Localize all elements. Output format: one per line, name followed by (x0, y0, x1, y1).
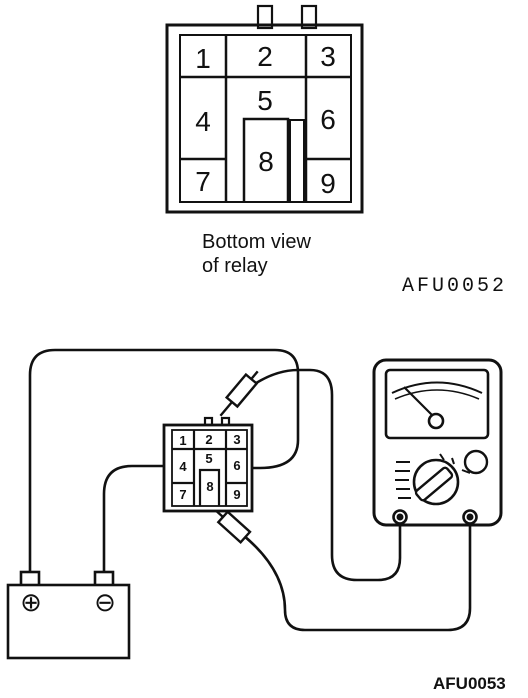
relay-body-outer (165, 23, 364, 214)
relay-connector-icon (162, 416, 254, 513)
relay-caption-line-1: Bottom view (202, 231, 311, 253)
ohmmeter-icon (372, 358, 503, 527)
connector-terminal-9: 9 (233, 487, 240, 502)
battery-icon (6, 570, 131, 660)
terminal-7: 7 (195, 166, 211, 197)
relay-caption-line-2: of relay (202, 255, 268, 277)
relay-body-inner (179, 34, 352, 203)
meter-scale-arc-2 (394, 389, 480, 400)
battery-terminal-symbols: ⊕ ⊖ (20, 587, 116, 617)
connector-terminal-1: 1 (179, 433, 186, 448)
relay-tab-left (256, 4, 274, 30)
connector-terminal-3: 3 (233, 432, 240, 447)
connector-terminal-5: 5 (205, 451, 212, 466)
connector-terminal-numbers: 1 2 3 4 5 6 7 8 9 (179, 432, 240, 502)
terminal-2: 2 (257, 41, 273, 72)
meter-needle (403, 386, 437, 420)
relay-tab-right (300, 4, 318, 30)
test-probe-1 (219, 370, 259, 417)
relay-bottom-view (165, 4, 364, 214)
battery-negative-symbol: ⊖ (94, 587, 116, 617)
meter-display-window (384, 368, 490, 440)
wire-battery-negative-to-terminal-4 (102, 464, 177, 578)
terminal-6: 6 (320, 104, 336, 135)
wire-battery-positive-to-terminal-2 (28, 348, 300, 578)
terminal-4: 4 (195, 106, 211, 137)
connector-terminal-6: 6 (233, 458, 240, 473)
connector-terminal-8: 8 (206, 479, 213, 494)
battery-case (6, 583, 131, 660)
figure-code-bottom: AFU0053 (433, 674, 506, 693)
meter-selector-pointer (414, 466, 454, 502)
figure-code-top: AFU0052 (402, 275, 507, 298)
terminal-9: 9 (320, 168, 336, 199)
connector-terminal-2: 2 (205, 432, 212, 447)
meter-scale-arc-1 (391, 381, 483, 394)
terminal-8: 8 (258, 146, 274, 177)
terminal-5: 5 (257, 85, 273, 116)
wiring (28, 348, 472, 632)
wire-probe-1-to-meter (234, 368, 402, 582)
connector-body-outer (162, 423, 254, 513)
terminal-3: 3 (320, 41, 336, 72)
wire-probe-2-to-meter (241, 516, 472, 632)
meter-case (372, 358, 503, 527)
meter-needle-pivot (427, 412, 445, 430)
terminal-1: 1 (195, 43, 211, 74)
connector-terminal-7: 7 (179, 487, 186, 502)
relay-terminal-numbers: 1 2 3 4 5 6 7 8 9 (195, 41, 336, 199)
connector-body-inner (171, 429, 248, 507)
connector-terminal-4: 4 (179, 459, 187, 474)
meter-zero-adjust-knob (463, 449, 489, 475)
battery-positive-symbol: ⊕ (20, 587, 42, 617)
